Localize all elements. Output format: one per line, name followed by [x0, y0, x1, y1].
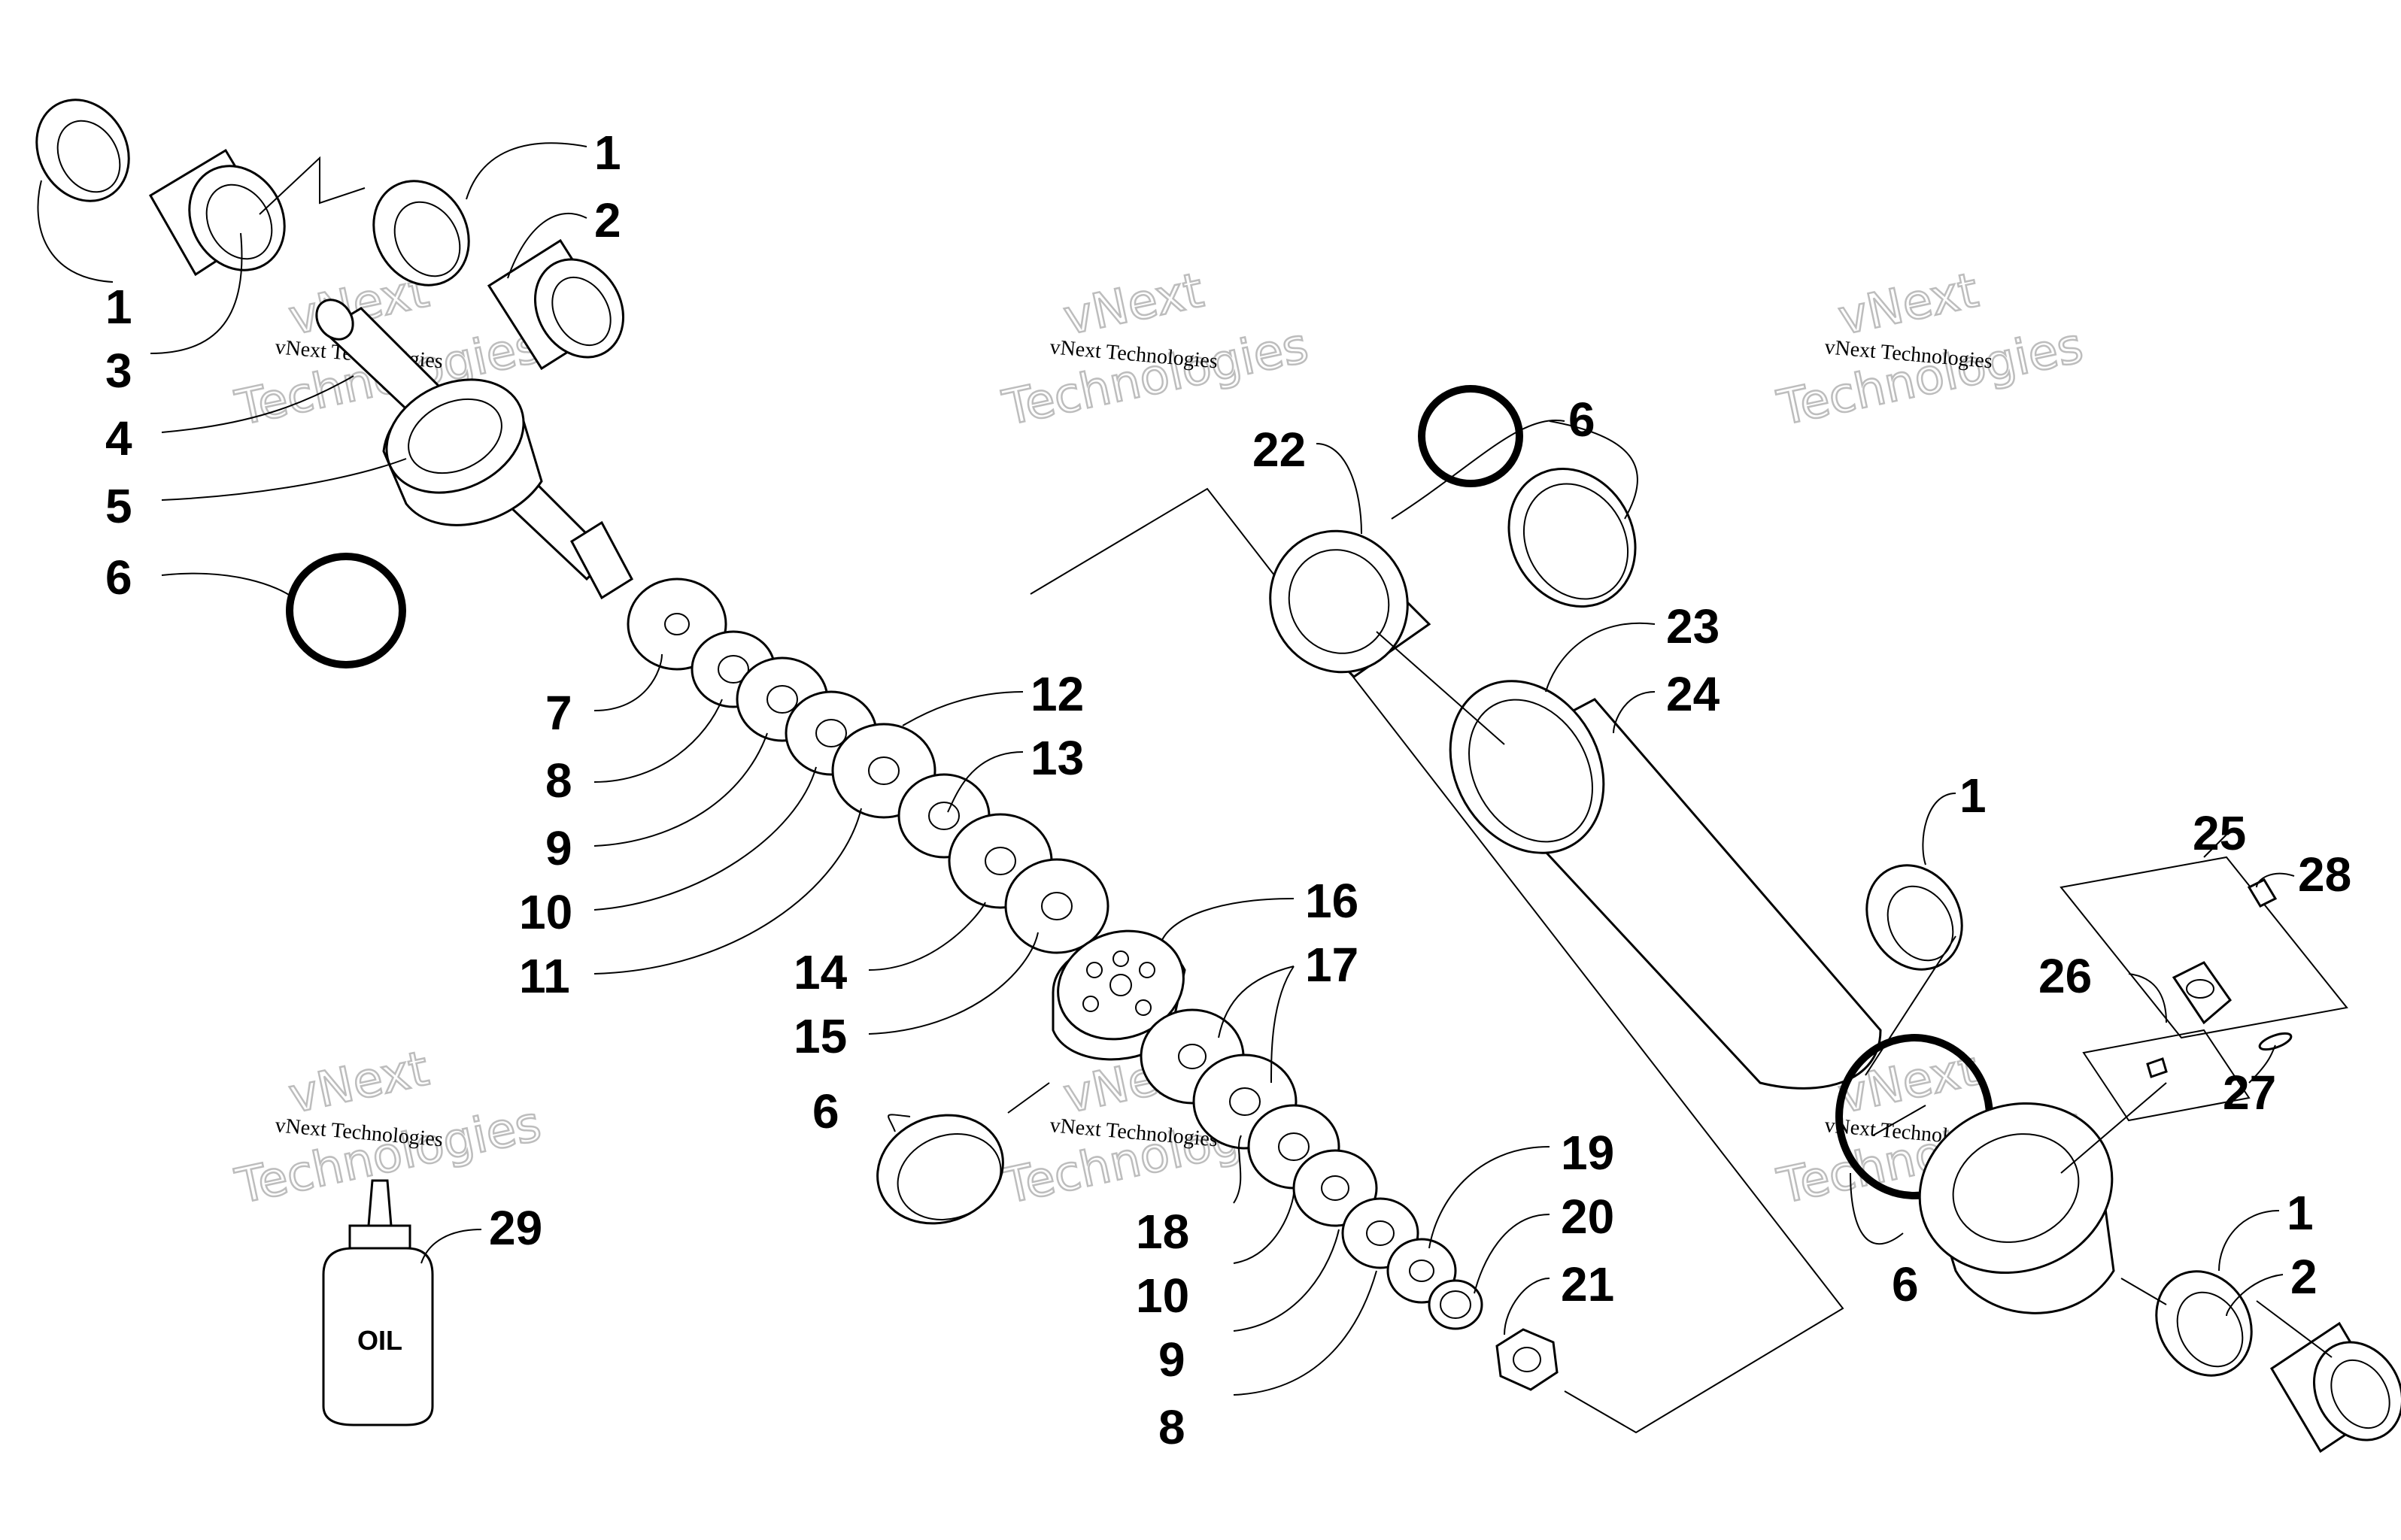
- bushing-1-upper: [372, 180, 470, 286]
- callout-1-lower-right: 1: [2287, 1186, 2314, 1240]
- callout-21: 21: [1561, 1257, 1614, 1311]
- band-6-top: [1507, 468, 1637, 608]
- svg-text:vNext: vNext: [1059, 262, 1208, 346]
- valve-spacer: [2146, 1057, 2168, 1078]
- spacer-2-lower: [2269, 1321, 2401, 1454]
- callout-14: 14: [794, 945, 848, 999]
- callout-25: 25: [2193, 806, 2246, 860]
- kit-bracket-outline: [1030, 487, 1844, 1434]
- callout-9-lower: 9: [1158, 1332, 1185, 1387]
- sleeve-3: [148, 148, 286, 277]
- callout-6-left: 6: [105, 550, 132, 605]
- valve-kit-bracket: [2060, 856, 2348, 1039]
- oil-bottle-label: OIL: [357, 1325, 402, 1356]
- callout-1-left: 1: [105, 280, 132, 334]
- piston-band-6: [876, 1114, 1004, 1225]
- valve-26: [2172, 961, 2233, 1025]
- svg-text:Technologies: Technologies: [998, 318, 1313, 437]
- o-ring-27: [2258, 1032, 2293, 1051]
- callout-1-right: 1: [1959, 768, 1987, 823]
- callout-13: 13: [1031, 731, 1084, 785]
- callout-2-lower: 2: [2290, 1250, 2318, 1304]
- spacer-2-upper: [487, 238, 625, 371]
- callout-17: 17: [1305, 938, 1358, 992]
- body-eye-5: [382, 378, 543, 526]
- shim-stack-lower: [1140, 1008, 1483, 1330]
- callout-6-middle: 6: [812, 1084, 839, 1138]
- oil-bottle-29: OIL: [322, 1179, 434, 1426]
- callout-9-upper: 9: [545, 821, 572, 875]
- callout-1-top: 1: [594, 126, 621, 180]
- callout-26: 26: [2038, 949, 2092, 1003]
- callout-5: 5: [105, 479, 132, 533]
- leader-lines: [37, 142, 2333, 1396]
- nut-21: [1495, 1328, 1559, 1391]
- callout-2-top: 2: [594, 193, 621, 247]
- callout-16: 16: [1305, 874, 1358, 928]
- callout-18: 18: [1136, 1205, 1189, 1259]
- callout-22: 22: [1252, 423, 1306, 477]
- callout-10-lower: 10: [1136, 1269, 1189, 1323]
- callout-7: 7: [545, 686, 572, 740]
- callout-6-right: 6: [1892, 1257, 1919, 1311]
- svg-text:vNext: vNext: [1834, 262, 1983, 346]
- callout-20: 20: [1561, 1190, 1614, 1244]
- callout-4: 4: [105, 411, 132, 465]
- callout-3: 3: [105, 344, 132, 398]
- valve-subkit-bracket: [2082, 1029, 2251, 1122]
- reservoir-end-cap: [1918, 1102, 2115, 1314]
- body-tube-23: [1449, 680, 1882, 1090]
- svg-text:vNext: vNext: [284, 1041, 433, 1124]
- watermark-3: vNext Technologies vNext Technologies: [1772, 262, 2089, 438]
- callout-19: 19: [1561, 1126, 1614, 1180]
- screw-28: [2247, 878, 2278, 908]
- callout-6-top: 6: [1568, 393, 1595, 447]
- callout-15: 15: [794, 1009, 847, 1063]
- callout-11: 11: [519, 949, 570, 1003]
- callout-8-lower: 8: [1158, 1400, 1185, 1454]
- callout-10-upper: 10: [519, 885, 572, 939]
- shim-stack-upper: [691, 630, 1109, 954]
- callout-24: 24: [1666, 667, 1720, 721]
- callout-8-upper: 8: [545, 753, 572, 808]
- o-ring-6-left: [286, 553, 406, 668]
- bushing-1-lower-right: [2155, 1270, 2253, 1377]
- callout-28: 28: [2298, 847, 2351, 902]
- seal-head-22: [1269, 529, 1431, 678]
- callout-labels: 1 2 1 3 4 5 6 7 8 9 10 11 12 13 14 15 16…: [105, 126, 2351, 1454]
- svg-text:Technologies: Technologies: [1773, 318, 2088, 437]
- watermark-2: vNext Technologies vNext Technologies: [997, 262, 1314, 438]
- callout-29: 29: [489, 1201, 542, 1255]
- callout-27: 27: [2223, 1066, 2276, 1120]
- callout-23: 23: [1666, 599, 1720, 653]
- o-ring-6-top: [1418, 385, 1523, 487]
- leader-zigzag: [259, 156, 366, 215]
- bushing-1-right: [1865, 864, 1963, 971]
- bushing-top-left: [35, 99, 130, 202]
- callout-12: 12: [1031, 667, 1084, 721]
